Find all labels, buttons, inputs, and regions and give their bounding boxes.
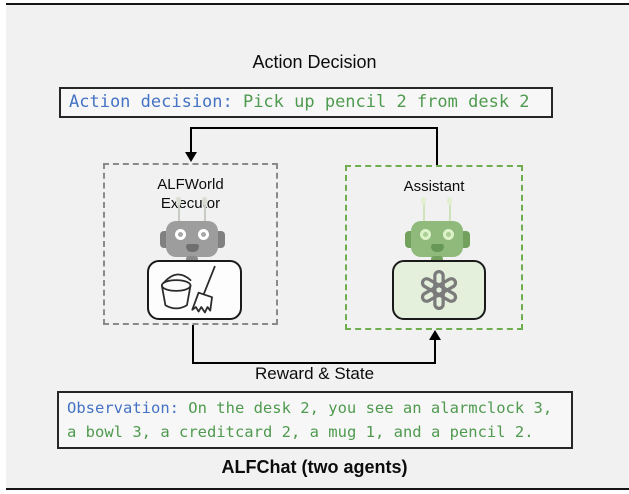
robot-ear-icon xyxy=(215,231,225,248)
observation-box: Observation: On the desk 2, you see an al… xyxy=(57,391,573,449)
connector-bottom-right-vline xyxy=(434,339,436,362)
robot-pupil-icon xyxy=(423,232,428,237)
bucket-broom-icon xyxy=(160,265,216,314)
connector-top-hline xyxy=(190,127,438,129)
robot-antenna-tip-icon xyxy=(176,197,181,205)
arrowhead-up-icon xyxy=(429,330,441,340)
robot-ear-icon xyxy=(160,231,170,248)
robot-eye-icon xyxy=(175,229,186,240)
robot-antenna-icon xyxy=(449,203,451,224)
robot-ear-icon xyxy=(460,231,470,248)
observation-content-1: On the desk 2, you see an alarmclock 3, xyxy=(188,399,553,417)
connector-top-left-vline xyxy=(190,127,192,153)
robot-mouth-icon xyxy=(431,244,444,252)
robot-antenna-tip-icon xyxy=(202,197,207,205)
assistant-box: Assistant xyxy=(345,165,523,330)
action-label: Action decision: xyxy=(69,92,233,112)
robot-pupil-icon xyxy=(201,232,206,237)
robot-antenna-icon xyxy=(178,203,180,224)
observation-line-1: Observation: On the desk 2, you see an al… xyxy=(67,396,571,420)
robot-antenna-icon xyxy=(423,203,425,224)
robot-antenna-icon xyxy=(204,203,206,224)
figure-caption: ALFChat (two agents) xyxy=(221,457,408,477)
alfworld-executor-box: ALFWorld Executor xyxy=(103,163,278,325)
robot-eye-icon xyxy=(443,229,454,240)
robot-ear-icon xyxy=(405,231,415,248)
action-decision-box: Action decision: Pick up pencil 2 from de… xyxy=(59,87,553,118)
openai-logo-icon xyxy=(420,269,458,311)
robot-mouth-icon xyxy=(186,244,199,252)
arrowhead-down-icon xyxy=(185,152,197,162)
connector-bottom-hline xyxy=(192,362,436,364)
executor-label: ALFWorld Executor xyxy=(157,176,224,212)
robot-antenna-tip-icon xyxy=(447,197,452,205)
robot-eye-icon xyxy=(198,229,209,240)
observation-label: Observation: xyxy=(67,399,179,417)
connector-bottom-left-vline xyxy=(192,325,194,362)
robot-pupil-icon xyxy=(446,232,451,237)
robot-pupil-icon xyxy=(178,232,183,237)
reward-state-label: Reward & State xyxy=(254,364,375,383)
robot-head-gray-icon xyxy=(166,221,218,257)
robot-head-green-icon xyxy=(411,221,463,257)
robot-eye-icon xyxy=(420,229,431,240)
executor-body-card xyxy=(147,260,242,320)
connector-top-right-vline xyxy=(436,127,438,165)
robot-antenna-tip-icon xyxy=(421,197,426,205)
action-decision-title: Action Decision xyxy=(252,52,377,72)
observation-content-2: a bowl 3, a creditcard 2, a mug 1, and a… xyxy=(67,423,534,441)
robot-neck-icon xyxy=(186,256,198,263)
assistant-body-card xyxy=(392,260,486,320)
robot-neck-icon xyxy=(431,256,443,263)
action-content: Pick up pencil 2 from desk 2 xyxy=(242,92,530,112)
assistant-label: Assistant xyxy=(403,178,465,195)
